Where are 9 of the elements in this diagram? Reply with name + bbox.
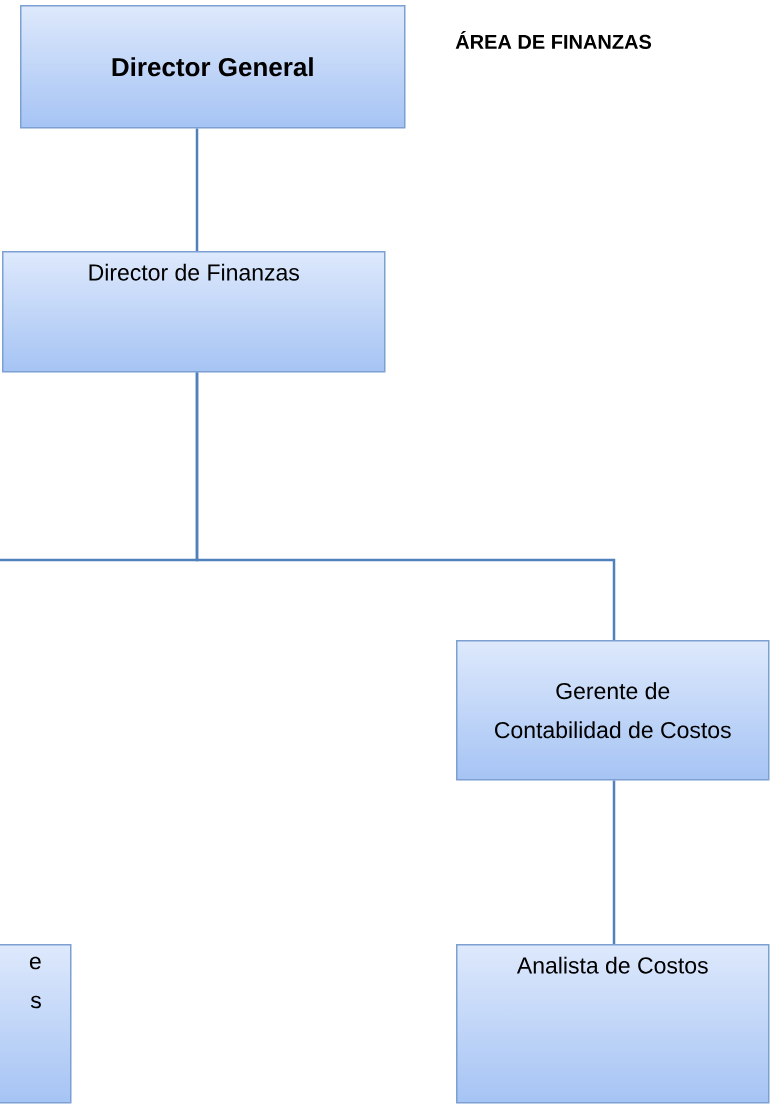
connector-line [0,372,199,562]
org-box: Director General [20,5,406,129]
org-box: e s [0,944,72,1104]
connector-line [612,780,616,944]
connector-line [195,128,199,251]
org-box: Gerente de Contabilidad de Costos [456,640,770,781]
org-box: Director de Finanzas [2,251,386,373]
title: ÁREA DE FINANZAS [455,31,652,49]
org-box: Analista de Costos [456,944,770,1104]
